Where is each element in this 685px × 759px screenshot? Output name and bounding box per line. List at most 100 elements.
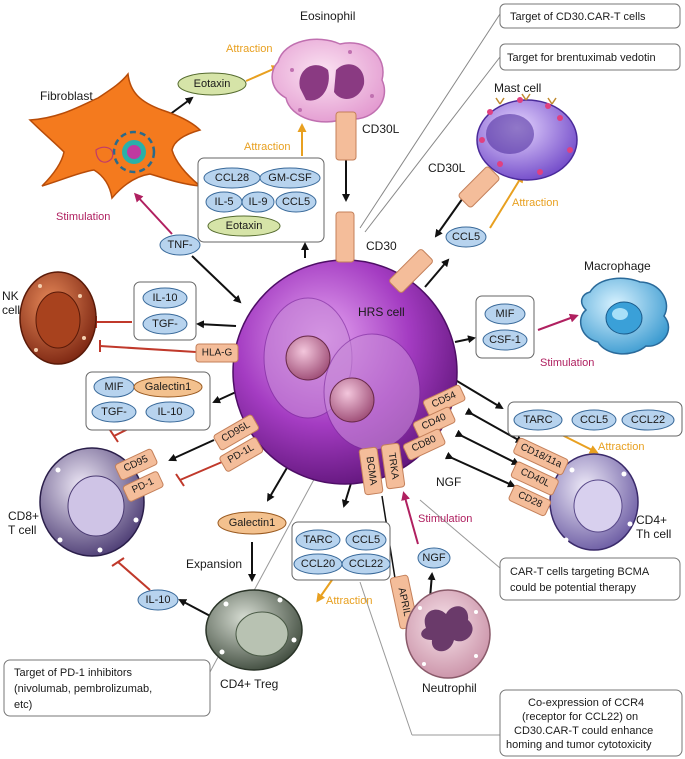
arrow-hrs-th-group <box>451 377 504 410</box>
arrow-treg-attraction <box>316 579 333 603</box>
cd30-label: CD30 <box>366 239 397 253</box>
cd8-label-line1: CD8+ <box>8 509 39 523</box>
cd30l-mast-receptor <box>458 166 500 208</box>
note-pd1-inhibitors: Target of PD-1 inhibitors (nivolumab, pe… <box>3 659 211 717</box>
svg-text:TNF-: TNF- <box>167 239 192 251</box>
svg-text:Galectin1: Galectin1 <box>145 381 191 393</box>
mac-molecule-group: MIF CSF-1 <box>475 295 535 359</box>
arrow-hrs-galectin <box>266 465 289 502</box>
eos-molecule-group: CCL28 GM-CSF IL-5 IL-9 CCL5 Eotaxin <box>197 157 325 243</box>
stimulation-label-ngf: Stimulation <box>418 513 472 525</box>
svg-text:BCMA: BCMA <box>364 456 379 486</box>
attraction-label-eos-group: Attraction <box>244 141 290 153</box>
stimulation-label-mac: Stimulation <box>540 357 594 369</box>
cd30-receptor-right <box>389 249 433 293</box>
hrs-cell-label: HRS cell <box>358 305 405 319</box>
ccl5-mast-pill: CCL5 <box>445 226 487 248</box>
arrow-mac-stimulation <box>537 313 579 331</box>
nk-cell-label-line2: cell <box>2 303 20 317</box>
svg-text:CCL28: CCL28 <box>215 172 249 184</box>
attraction-label-treg: Attraction <box>326 595 372 607</box>
arrow-treg-il10 <box>178 599 215 619</box>
galectin1-pill: Galectin1 <box>217 511 287 535</box>
svg-text:CCL5: CCL5 <box>580 414 608 426</box>
svg-text:TARC: TARC <box>303 534 332 546</box>
line-ccr4-note-b <box>359 581 413 736</box>
svg-text:TARC: TARC <box>523 414 552 426</box>
svg-text:TGF-: TGF- <box>152 318 178 330</box>
svg-text:Target of PD-1 inhibitors: Target of PD-1 inhibitors <box>14 667 132 679</box>
neutrophil-label: Neutrophil <box>422 681 477 695</box>
nk-cell <box>19 271 97 365</box>
svg-text:Eotaxin: Eotaxin <box>194 78 231 90</box>
svg-text:MIF: MIF <box>496 308 515 320</box>
cd4-treg-cell <box>205 589 303 671</box>
svg-text:HLA-G: HLA-G <box>202 348 233 359</box>
svg-text:Co-expression of CCR4: Co-expression of CCR4 <box>528 697 644 709</box>
arrow-hrs-cd8-group <box>212 391 237 404</box>
svg-text:could be potential therapy: could be potential therapy <box>510 582 636 594</box>
svg-text:CSF-1: CSF-1 <box>489 334 521 346</box>
svg-text:etc): etc) <box>14 699 32 711</box>
nk-cell-label-line1: NK <box>2 289 19 303</box>
arrow-ngf-stimulation <box>401 491 419 545</box>
cd30l-eos-label: CD30L <box>362 122 400 136</box>
svg-text:CAR-T cells targeting BCMA: CAR-T cells targeting BCMA <box>510 566 650 578</box>
eosinophil-label: Eosinophil <box>300 9 355 23</box>
svg-text:IL-10: IL-10 <box>152 292 177 304</box>
svg-text:IL-10: IL-10 <box>157 406 182 418</box>
cd8-t-cell <box>39 447 145 557</box>
svg-text:CCL20: CCL20 <box>301 558 335 570</box>
tnf-pill: TNF- <box>159 234 201 256</box>
stimulation-label-fibro: Stimulation <box>56 211 110 223</box>
arrow-cd80-cd28 <box>444 451 516 488</box>
cd30-receptor-top <box>335 211 355 263</box>
svg-text:TGF-: TGF- <box>101 406 127 418</box>
note-cd30-cart-text: Target of CD30.CAR-T cells <box>510 11 646 23</box>
trka-receptor: TRKA <box>380 442 406 490</box>
note-brentuximab: Target for brentuximab vedotin <box>364 43 681 233</box>
bcma-receptor: BCMA <box>358 446 384 496</box>
svg-text:CCL5: CCL5 <box>452 231 480 243</box>
svg-text:Eotaxin: Eotaxin <box>226 220 263 232</box>
svg-text:CD30.CAR-T could enhance: CD30.CAR-T could enhance <box>514 725 653 737</box>
cd30l-eos-receptor <box>335 111 357 161</box>
line-bcma-note <box>419 499 501 569</box>
nk-molecule-group: IL-10 TGF- <box>133 281 197 341</box>
arrow-th-attraction <box>559 433 599 454</box>
svg-text:(nivolumab, pembrolizumab,: (nivolumab, pembrolizumab, <box>14 683 152 695</box>
arrow-cd40-cd40l <box>454 429 520 465</box>
cd80-receptor: CD80 <box>402 428 446 461</box>
ngf-free-label: NGF <box>436 475 461 489</box>
inhibit-pd1 <box>179 461 223 481</box>
il10-treg-pill: IL-10 <box>137 589 179 611</box>
pd-1-receptor: PD-1 <box>122 471 164 502</box>
note-brentuximab-text: Target for brentuximab vedotin <box>507 52 656 64</box>
note-ccr4: Co-expression of CCR4 (receptor for CCL2… <box>499 689 683 757</box>
neutrophil-cell <box>405 589 491 679</box>
svg-text:IL-9: IL-9 <box>249 196 268 208</box>
arrow-tnf-hrs <box>191 255 242 304</box>
cd30l-mast-label: CD30L <box>428 161 466 175</box>
svg-text:GM-CSF: GM-CSF <box>268 172 312 184</box>
cd95-receptor: CD95 <box>114 448 158 481</box>
note-cd30-cart: Target of CD30.CAR-T cells <box>359 3 681 229</box>
svg-text:Galectin1: Galectin1 <box>229 517 275 529</box>
attraction-label-mast: Attraction <box>512 197 558 209</box>
svg-text:(receptor for CCL22) on: (receptor for CCL22) on <box>522 711 638 723</box>
arrow-ccl5-attraction <box>489 173 524 229</box>
treg-molecule-group: TARC CCL5 CCL20 CCL22 <box>291 521 391 581</box>
hrs-cell <box>232 259 458 485</box>
th-molecule-group: TARC CCL5 CCL22 <box>507 401 683 437</box>
ngf-neut-pill: NGF <box>417 547 451 569</box>
inhibit-il10-cd8 <box>117 561 151 591</box>
cd4-treg-label: CD4+ Treg <box>220 677 278 691</box>
svg-text:CCL5: CCL5 <box>352 534 380 546</box>
macrophage-label: Macrophage <box>584 259 651 273</box>
cd8-molecule-group: MIF Galectin1 TGF- IL-10 <box>85 371 211 431</box>
eosinophil-cell <box>271 38 386 123</box>
cd4-th-label-line2: Th cell <box>636 527 671 541</box>
arrow-hrs-ccl5 <box>424 258 450 288</box>
svg-text:IL-10: IL-10 <box>145 594 170 606</box>
